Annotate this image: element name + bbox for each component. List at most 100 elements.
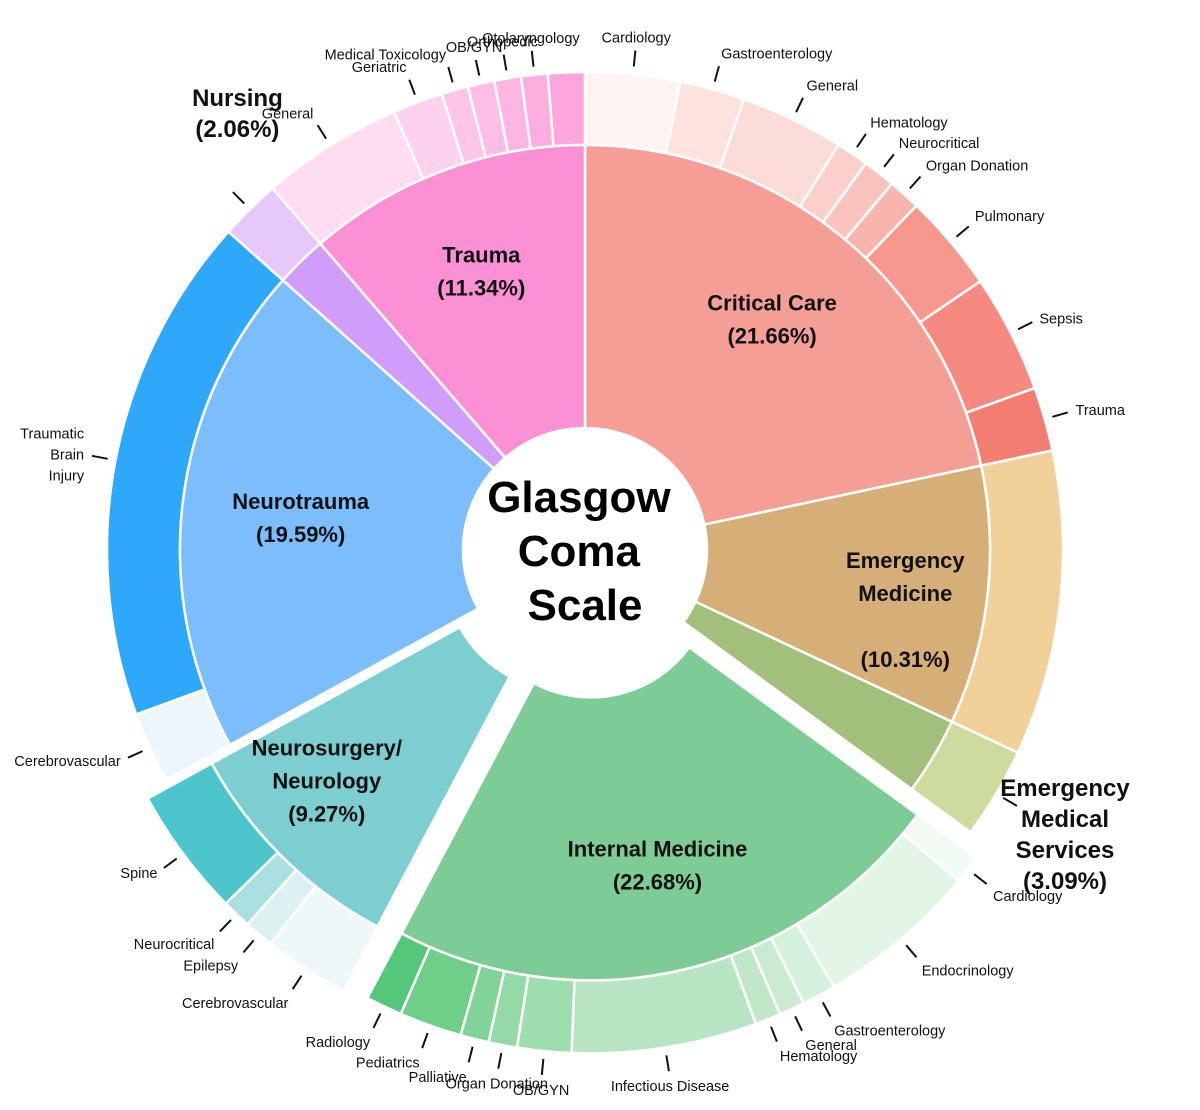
leader-internal-medicine-ob-gyn <box>540 1058 545 1076</box>
leader-internal-medicine-infectious-disease <box>665 1055 670 1072</box>
leader-trauma-orthopedic <box>502 54 508 71</box>
outer-label-critical-care-gastroenterology: Gastroenterology <box>721 47 833 63</box>
outer-label-critical-care-hematology: Hematology <box>870 115 948 131</box>
leader-trauma-ob-gyn <box>474 59 481 76</box>
leader-neurosurgery-neurology-neurocritical <box>219 919 232 933</box>
category-label-trauma: Trauma(11.34%) <box>437 243 525 301</box>
inner-ring <box>178 143 992 982</box>
outer-label-line: Endocrinology <box>922 963 1015 979</box>
leader-nursing <box>232 191 245 205</box>
outer-label-neurotrauma-cerebrovascular: Cerebrovascular <box>14 754 121 770</box>
category-label-internal-medicine: Internal Medicine(22.68%) <box>568 837 748 895</box>
outer-label-trauma-geriatric: Geriatric <box>352 60 407 76</box>
leader-neurotrauma-cerebrovascular <box>127 750 144 759</box>
outer-label-trauma-orthopedic: Orthopedic <box>467 35 538 51</box>
outer-label-internal-medicine-general: General <box>805 1038 857 1054</box>
outer-label-line: Pulmonary <box>975 209 1045 225</box>
leader-neurosurgery-neurology-cerebrovascular <box>291 975 303 990</box>
outer-label-line: Organ Donation <box>926 159 1028 175</box>
outer-label-line: OB/GYN <box>513 1083 569 1099</box>
category-label-line: Critical Care <box>707 290 837 315</box>
outer-label-line: General <box>807 79 859 95</box>
category-label-line: Nursing <box>192 85 283 112</box>
category-label-line: Services <box>1016 837 1115 864</box>
leader-trauma-general <box>316 124 327 140</box>
leader-internal-medicine-gastroenterology <box>821 1001 832 1017</box>
leader-internal-medicine-hematology <box>770 1026 778 1042</box>
category-label-line: Emergency <box>846 548 965 573</box>
category-label-line: Neurology <box>272 768 382 793</box>
leader-neurosurgery-neurology-epilepsy <box>242 939 255 954</box>
outer-label-line: Spine <box>120 866 157 882</box>
center-title: Glasgow Coma Scale <box>487 473 683 630</box>
category-label-line: Internal Medicine <box>568 837 748 862</box>
outer-label-line: Otolaryngology <box>482 31 580 47</box>
outer-label-internal-medicine-palliative: Palliative <box>409 1070 467 1086</box>
outer-labels: CardiologyGastroenterologyGeneralHematol… <box>14 31 1126 1099</box>
wedge-neurosurgery-neurology <box>210 625 512 929</box>
leader-lines <box>91 50 1069 1076</box>
leader-internal-medicine-palliative <box>467 1046 474 1063</box>
category-label-line: (19.59%) <box>256 522 345 547</box>
outer-label-internal-medicine-organ-donation: Organ Donation <box>446 1077 548 1093</box>
outer-label-internal-medicine-pediatrics: Pediatrics <box>356 1056 420 1072</box>
category-label-line: Neurotrauma <box>232 489 370 514</box>
category-label-nursing: Nursing (2.06%) <box>192 85 283 143</box>
outer-label-critical-care-cardiology: Cardiology <box>602 31 672 47</box>
outer-label-internal-medicine-cardiology: Cardiology <box>993 889 1063 905</box>
category-label-line: (3.09%) <box>1023 868 1107 895</box>
outer-label-line: Medical Toxicology <box>325 47 447 63</box>
category-label-line: Emergency <box>1000 775 1130 802</box>
outer-label-internal-medicine-gastroenterology: Gastroenterology <box>834 1024 946 1040</box>
outer-label-line: Brain <box>50 447 84 463</box>
leader-internal-medicine-endocrinology <box>905 944 918 958</box>
category-label-line: Medicine <box>858 581 952 606</box>
leader-critical-care-trauma <box>1052 411 1069 418</box>
outer-label-line: Cerebrovascular <box>14 754 121 770</box>
outer-label-line: Neurocritical <box>899 136 980 152</box>
outer-label-line: Hematology <box>870 115 948 131</box>
category-label-line: (9.27%) <box>288 801 365 826</box>
leader-trauma-otolaryngology <box>530 50 535 67</box>
leader-critical-care-hematology <box>856 133 867 148</box>
category-label-line: (11.34%) <box>437 276 525 301</box>
leader-internal-medicine-cardiology <box>973 873 988 885</box>
leader-critical-care-general <box>795 97 804 113</box>
outer-label-line: Radiology <box>306 1035 371 1051</box>
category-label-line: Medical <box>1021 806 1109 833</box>
outer-label-line: OB/GYN <box>446 40 502 56</box>
outer-label-critical-care-general: General <box>807 79 859 95</box>
leader-internal-medicine-general <box>794 1015 803 1032</box>
leader-critical-care-neurocritical <box>883 153 895 168</box>
outer-label-line: Organ Donation <box>446 1077 548 1093</box>
leader-internal-medicine-organ-donation <box>497 1052 503 1069</box>
outer-label-line: Injury <box>49 468 85 484</box>
category-label-critical-care: Critical Care (21.66%) <box>707 290 837 348</box>
leader-neurotrauma-traumatic-brain-injury <box>91 454 108 460</box>
outer-label-line: Neurocritical <box>134 937 215 953</box>
category-label-neurosurgery-neurology: Neurosurgery/Neurology(9.27%) <box>252 735 402 826</box>
category-label-line: (21.66%) <box>727 323 816 348</box>
outer-label-neurosurgery-neurology-neurocritical: Neurocritical <box>134 937 215 953</box>
outer-label-line: General <box>262 106 314 122</box>
category-label-line: (10.31%) <box>861 647 950 672</box>
wedge-internal-medicine <box>399 645 920 982</box>
outer-label-neurosurgery-neurology-epilepsy: Epilepsy <box>183 959 239 975</box>
outer-label-critical-care-pulmonary: Pulmonary <box>975 209 1045 225</box>
outer-label-line: General <box>805 1038 857 1054</box>
outer-segment-critical-care-cardiology <box>583 70 682 155</box>
leader-trauma-geriatric <box>408 79 416 96</box>
leader-critical-care-sepsis <box>1017 321 1033 331</box>
outer-label-line: Infectious Disease <box>611 1079 729 1095</box>
outer-label-line: Cerebrovascular <box>182 996 289 1012</box>
outer-label-line: Hematology <box>780 1049 858 1065</box>
outer-ring <box>105 70 1065 1055</box>
outer-label-line: Traumatic <box>20 426 84 442</box>
outer-label-line: Orthopedic <box>467 35 538 51</box>
leader-emergency-medical-services <box>1002 796 1018 807</box>
category-label-line: (2.06%) <box>195 116 279 143</box>
leader-trauma-medical-toxicology <box>447 66 454 83</box>
